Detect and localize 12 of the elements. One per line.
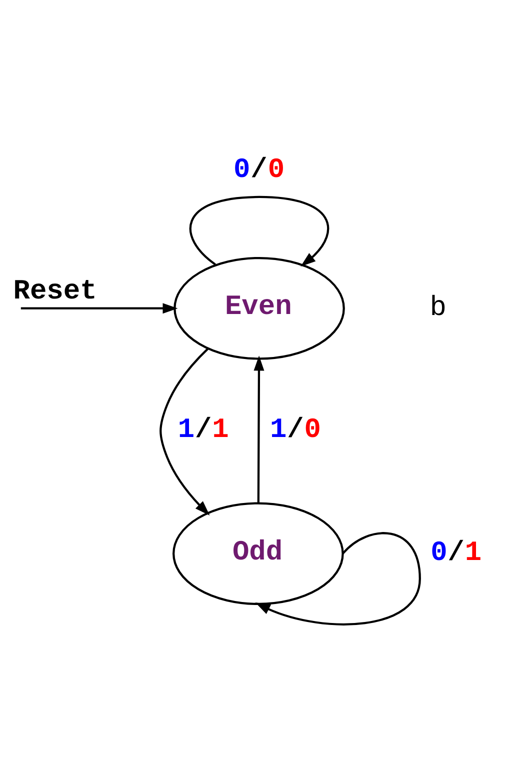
edge-label: 0/0 [233, 154, 284, 186]
label: b [429, 293, 446, 324]
arrow [188, 196, 329, 266]
arrow [254, 532, 420, 626]
edge-label: 1/1 [177, 415, 228, 446]
arrow [253, 356, 264, 504]
arrow [159, 348, 210, 516]
edge-label: 1/0 [269, 415, 320, 446]
node-ellipse: Even [173, 256, 344, 360]
edge-label: Reset [12, 276, 96, 308]
arrow [20, 303, 178, 314]
edge-label: 0/1 [430, 538, 482, 569]
